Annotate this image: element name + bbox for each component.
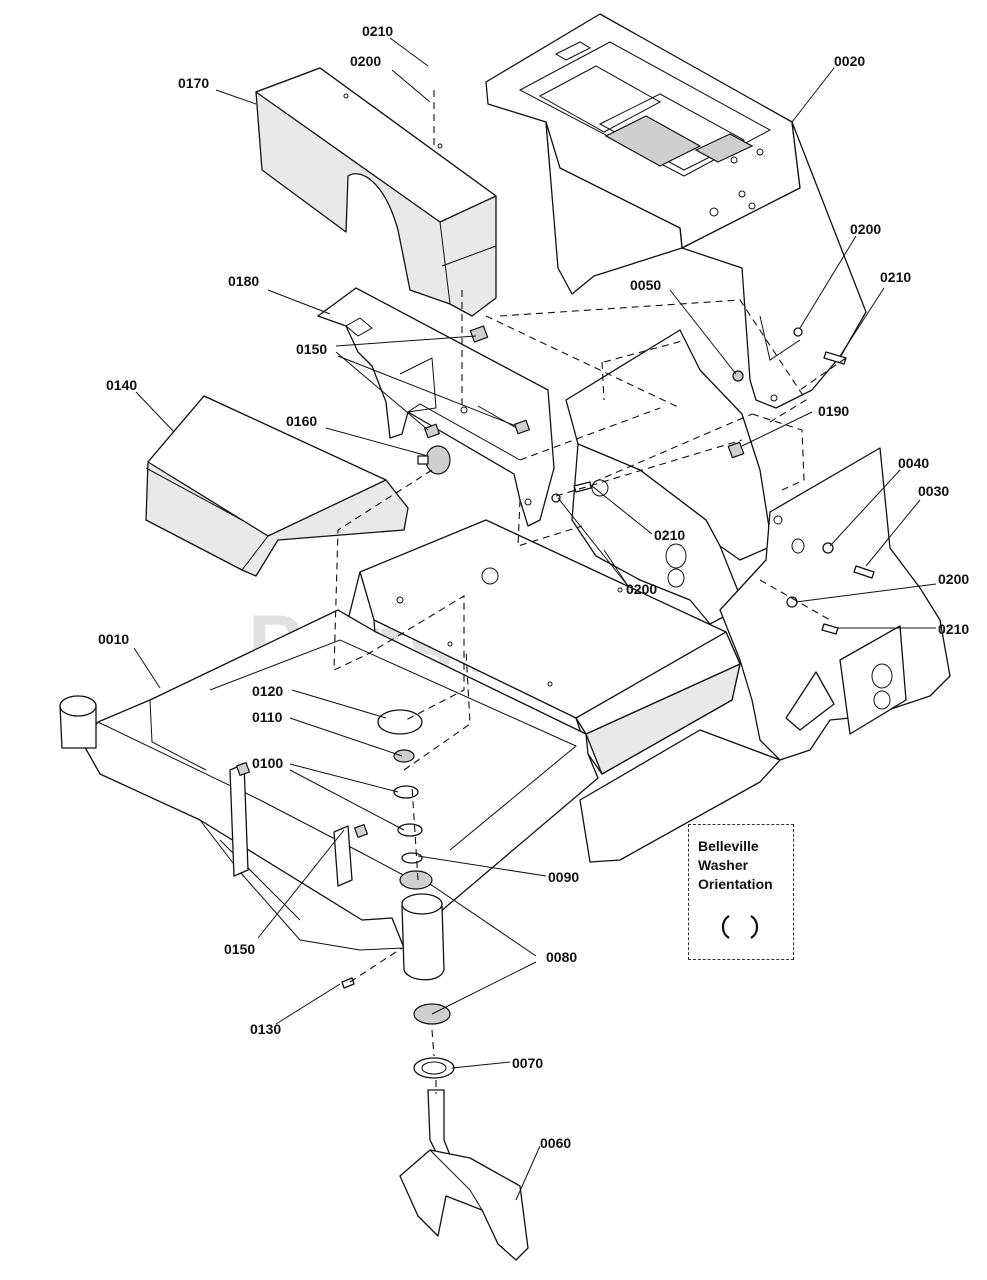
part-side-plates[interactable]: [565, 329, 951, 863]
callout-0140: 0140: [106, 377, 137, 393]
callout-0110: 0110: [252, 709, 283, 725]
callout-0040: 0040: [898, 455, 929, 471]
callout-0210-mid: 0210: [654, 527, 685, 543]
callout-0200-top: 0200: [350, 53, 381, 69]
belleville-washer-icon: [721, 915, 759, 939]
part-0180-bracket[interactable]: [317, 287, 555, 527]
leader-lines: [133, 37, 937, 1201]
callout-0190: 0190: [818, 403, 849, 419]
part-0160-knob[interactable]: [417, 445, 451, 475]
part-caster-stack[interactable]: [341, 709, 529, 1261]
belleville-note-box: Belleville Washer Orientation: [688, 824, 794, 960]
callout-0200-lower-right: 0200: [938, 571, 969, 587]
callout-0070: 0070: [512, 1055, 543, 1071]
part-hardware-right[interactable]: [551, 327, 875, 635]
callout-0080: 0080: [546, 949, 577, 965]
callout-0150-bottom: 0150: [224, 941, 255, 957]
callout-0170: 0170: [178, 75, 209, 91]
callout-0160: 0160: [286, 413, 317, 429]
part-0140-panel[interactable]: [145, 395, 409, 577]
part-0150-clips-top[interactable]: [423, 325, 531, 439]
callout-0130: 0130: [250, 1021, 281, 1037]
callout-0210-right: 0210: [880, 269, 911, 285]
callout-0010: 0010: [98, 631, 129, 647]
callout-0030: 0030: [918, 483, 949, 499]
assembly-lines: [333, 90, 847, 1094]
part-0150-clips-bottom[interactable]: [235, 761, 369, 839]
callout-0180: 0180: [228, 273, 259, 289]
callout-0120: 0120: [252, 683, 283, 699]
callout-0060: 0060: [540, 1135, 571, 1151]
callout-0050: 0050: [630, 277, 661, 293]
part-0020-seat-frame[interactable]: [485, 13, 867, 409]
callout-labels: 0210 0200 0170 0020 0200 0210 0050 0180 …: [98, 23, 969, 1151]
callout-0100: 0100: [252, 755, 283, 771]
callout-0210-lower-right: 0210: [938, 621, 969, 637]
belleville-note-text: Belleville Washer Orientation: [698, 838, 773, 892]
callout-0020: 0020: [834, 53, 865, 69]
callout-0200-mid: 0200: [626, 581, 657, 597]
callout-0150-top: 0150: [296, 341, 327, 357]
part-0170-cover[interactable]: [255, 67, 497, 317]
callout-0210-top: 0210: [362, 23, 393, 39]
callout-0090: 0090: [548, 869, 579, 885]
callout-0200-right: 0200: [850, 221, 881, 237]
